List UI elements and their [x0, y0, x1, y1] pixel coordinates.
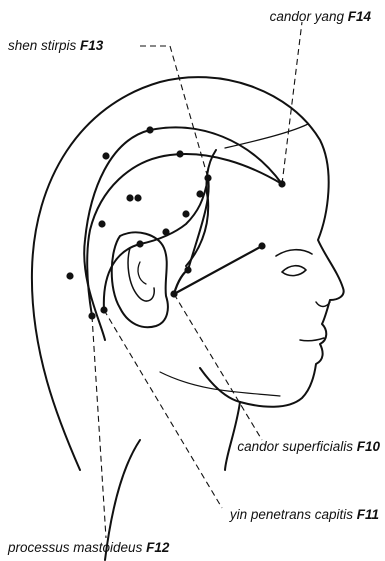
channel-inner [104, 178, 208, 310]
hairline [186, 150, 216, 266]
channel-middle [87, 154, 282, 316]
leader-f10 [174, 294, 262, 440]
acupoint-dot [182, 210, 189, 217]
acupoint-dot [98, 220, 105, 227]
acupoint-dot [258, 242, 265, 249]
acupoint-dot [136, 240, 143, 247]
acupoint-dot [162, 228, 169, 235]
label-shen-stirpis: shen stirpis F13 [8, 38, 103, 54]
shoulder-line [160, 372, 280, 396]
label-yin-penetrans-capitis: yin penetrans capitis F11 [230, 507, 379, 523]
acupoint-dot [146, 126, 153, 133]
acupoint-dot [204, 174, 211, 181]
leader-f13 [140, 46, 208, 178]
eyebrow [276, 250, 312, 256]
ear-concha [138, 262, 146, 284]
acupoint-dot [134, 194, 141, 201]
neck-front [225, 402, 240, 470]
jaw-line [200, 368, 240, 402]
label-candor-superficialis: candor superficialis F10 [237, 439, 380, 455]
acupoint-dot [126, 194, 133, 201]
label-candor-yang: candor yang F14 [270, 9, 371, 25]
eye [282, 266, 306, 276]
acupoint-dot [176, 150, 183, 157]
acupoint-dot [196, 190, 203, 197]
acupoint-dot [66, 272, 73, 279]
channel-outer [84, 127, 282, 340]
acupoint-dot [184, 266, 191, 273]
leader-f12 [92, 316, 106, 538]
mouth [300, 338, 324, 341]
label-processus-mastoideus: processus mastoideus F12 [8, 540, 169, 556]
ear-inner [128, 248, 154, 301]
acupoint-dot [102, 152, 109, 159]
